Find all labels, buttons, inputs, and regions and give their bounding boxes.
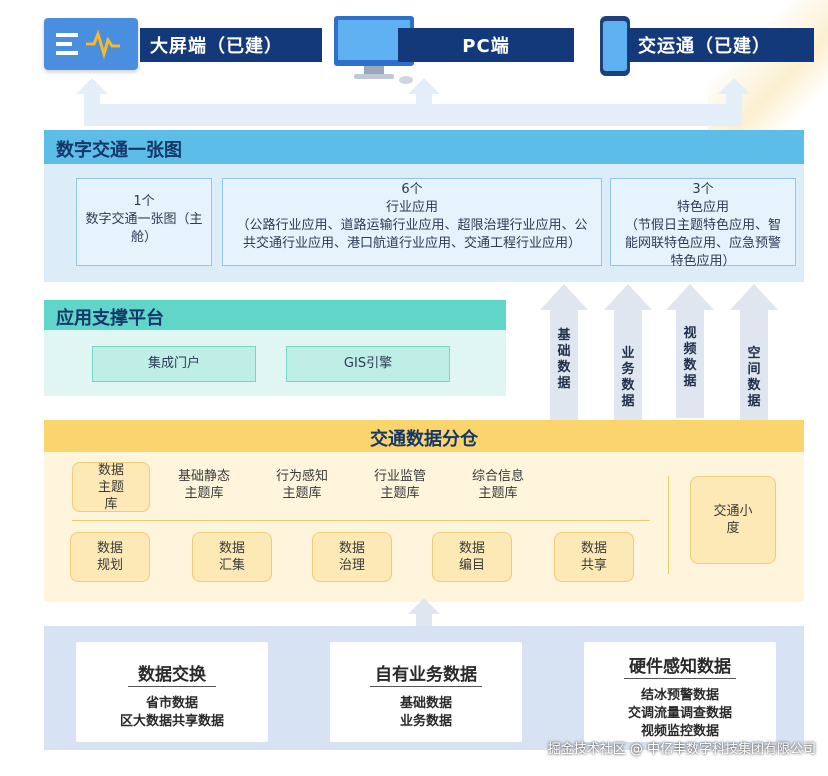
warehouse-item-governance: 数据治理	[312, 532, 392, 582]
map-col1-text: 数字交通一张图（主舱）	[85, 212, 203, 245]
warehouse-item-collection-label: 数据汇集	[218, 541, 245, 573]
pc-label-text: PC端	[462, 36, 510, 57]
source-card-hardware: 硬件感知数据 结冰预警数据 交调流量调查数据 视频监控数据	[584, 642, 776, 742]
source-card-own-business-title: 自有业务数据	[375, 665, 477, 685]
source-card-exchange-underline	[128, 686, 216, 687]
warehouse-item-sharing-label: 数据共享	[580, 541, 607, 573]
source-card-exchange: 数据交换 省市数据 区大数据共享数据	[76, 642, 268, 742]
warehouse-side-assistant-label: 交通小度	[713, 504, 753, 536]
warehouse-item-catalog-label: 数据编目	[458, 541, 485, 573]
map-col2-text: （公路行业应用、道路运输行业应用、超限治理行业应用、公共交通行业应用、港口航道行…	[236, 218, 588, 251]
warehouse-item-sharing: 数据共享	[554, 532, 634, 582]
up-arrows-to-terminals	[76, 78, 750, 126]
map-panel: 数字交通一张图 1个 数字交通一张图（主舱） 6个 行业应用 （公路行业应用、道…	[44, 130, 804, 282]
mobile-label: 交运通（已建）	[628, 28, 814, 62]
warehouse-side-assistant: 交通小度	[690, 476, 776, 564]
warehouse-side-divider	[668, 476, 669, 574]
source-card-exchange-line-2: 区大数据共享数据	[119, 714, 224, 729]
mobile-phone-icon	[598, 14, 632, 78]
map-col-feature-apps: 3个 特色应用 （节假日主题特色应用、智能网联特色应用、应急预警特色应用）	[610, 178, 796, 269]
warehouse-item-catalog: 数据编目	[432, 532, 512, 582]
warehouse-header: 交通数据分仓	[44, 420, 804, 452]
map-panel-header: 数字交通一张图	[44, 130, 804, 164]
map-col-main-cabin: 1个 数字交通一张图（主舱）	[76, 178, 212, 266]
map-col3-count: 3个	[692, 182, 714, 197]
big-screen-label-text: 大屏端（已建）	[150, 36, 283, 57]
support-panel-header: 应用支撑平台	[44, 300, 506, 330]
map-col-industry-apps: 6个 行业应用 （公路行业应用、道路运输行业应用、超限治理行业应用、公共交通行业…	[222, 178, 602, 266]
source-card-hardware-underline	[624, 678, 736, 679]
warehouse-item-collection: 数据汇集	[192, 532, 272, 582]
source-card-hardware-line-1: 结冰预警数据	[640, 688, 719, 703]
source-card-own-business-line-1: 基础数据	[399, 696, 452, 711]
big-screen-icon	[44, 18, 138, 70]
warehouse-item-data-theme: 数据主题库	[72, 462, 150, 512]
up-arrow-to-warehouse	[408, 598, 440, 632]
support-item-gis: GIS引擎	[286, 346, 450, 382]
map-col2-count: 6个	[401, 182, 423, 197]
warehouse-item-supervision-label: 行业监管主题库	[373, 469, 426, 501]
source-card-hardware-line-3: 视频监控数据	[640, 724, 719, 739]
warehouse-item-basic-static: 基础静态主题库	[166, 468, 242, 502]
warehouse-item-behavior-label: 行为感知主题库	[275, 469, 328, 501]
map-col2-title: 行业应用	[385, 200, 438, 215]
warehouse-item-behavior: 行为感知主题库	[264, 468, 340, 502]
support-item-portal-label: 集成门户	[147, 356, 200, 371]
arrow-label-business-data: 业务数据	[621, 346, 635, 409]
support-panel: 应用支撑平台 集成门户 GIS引擎	[44, 300, 506, 396]
arrow-label-spatial-data: 空间数据	[747, 346, 761, 409]
source-card-own-business-underline	[370, 686, 482, 687]
warehouse-item-composite-label: 综合信息主题库	[471, 469, 524, 501]
pc-monitor-icon	[330, 10, 422, 86]
warehouse-item-governance-label: 数据治理	[338, 541, 365, 573]
support-item-portal: 集成门户	[92, 346, 256, 382]
mobile-label-text: 交运通（已建）	[638, 36, 771, 57]
warehouse-item-composite: 综合信息主题库	[460, 468, 536, 502]
arrow-label-video-data: 视频数据	[683, 326, 697, 389]
warehouse-title: 交通数据分仓	[370, 429, 478, 450]
source-card-hardware-line-2: 交调流量调查数据	[627, 706, 732, 721]
arrow-label-basic-data: 基础数据	[557, 328, 571, 391]
warehouse-item-basic-static-label: 基础静态主题库	[177, 469, 230, 501]
warehouse-item-planning-label: 数据规划	[96, 541, 123, 573]
source-card-hardware-title: 硬件感知数据	[629, 657, 731, 677]
source-card-exchange-title: 数据交换	[138, 665, 206, 685]
warehouse-item-data-theme-label: 数据主题库	[97, 462, 124, 512]
big-screen-label: 大屏端（已建）	[140, 28, 322, 62]
source-card-exchange-line-1: 省市数据	[145, 696, 198, 711]
warehouse-item-supervision: 行业监管主题库	[362, 468, 438, 502]
pc-label: PC端	[398, 28, 574, 62]
source-card-own-business-line-2: 业务数据	[399, 714, 452, 729]
map-panel-title: 数字交通一张图	[56, 140, 182, 161]
source-card-own-business: 自有业务数据 基础数据 业务数据	[330, 642, 522, 742]
map-col3-text: （节假日主题特色应用、智能网联特色应用、应急预警特色应用）	[624, 218, 781, 269]
warehouse-panel: 交通数据分仓	[44, 420, 804, 602]
support-item-gis-label: GIS引擎	[343, 356, 393, 371]
map-col1-count: 1个	[133, 194, 155, 209]
support-panel-title: 应用支撑平台	[56, 308, 164, 329]
warehouse-divider	[72, 520, 650, 521]
watermark: 掘金技术社区 @ 中亿丰数字科技集团有限公司	[547, 742, 816, 757]
map-col3-title: 特色应用	[676, 200, 729, 215]
warehouse-item-planning: 数据规划	[70, 532, 150, 582]
